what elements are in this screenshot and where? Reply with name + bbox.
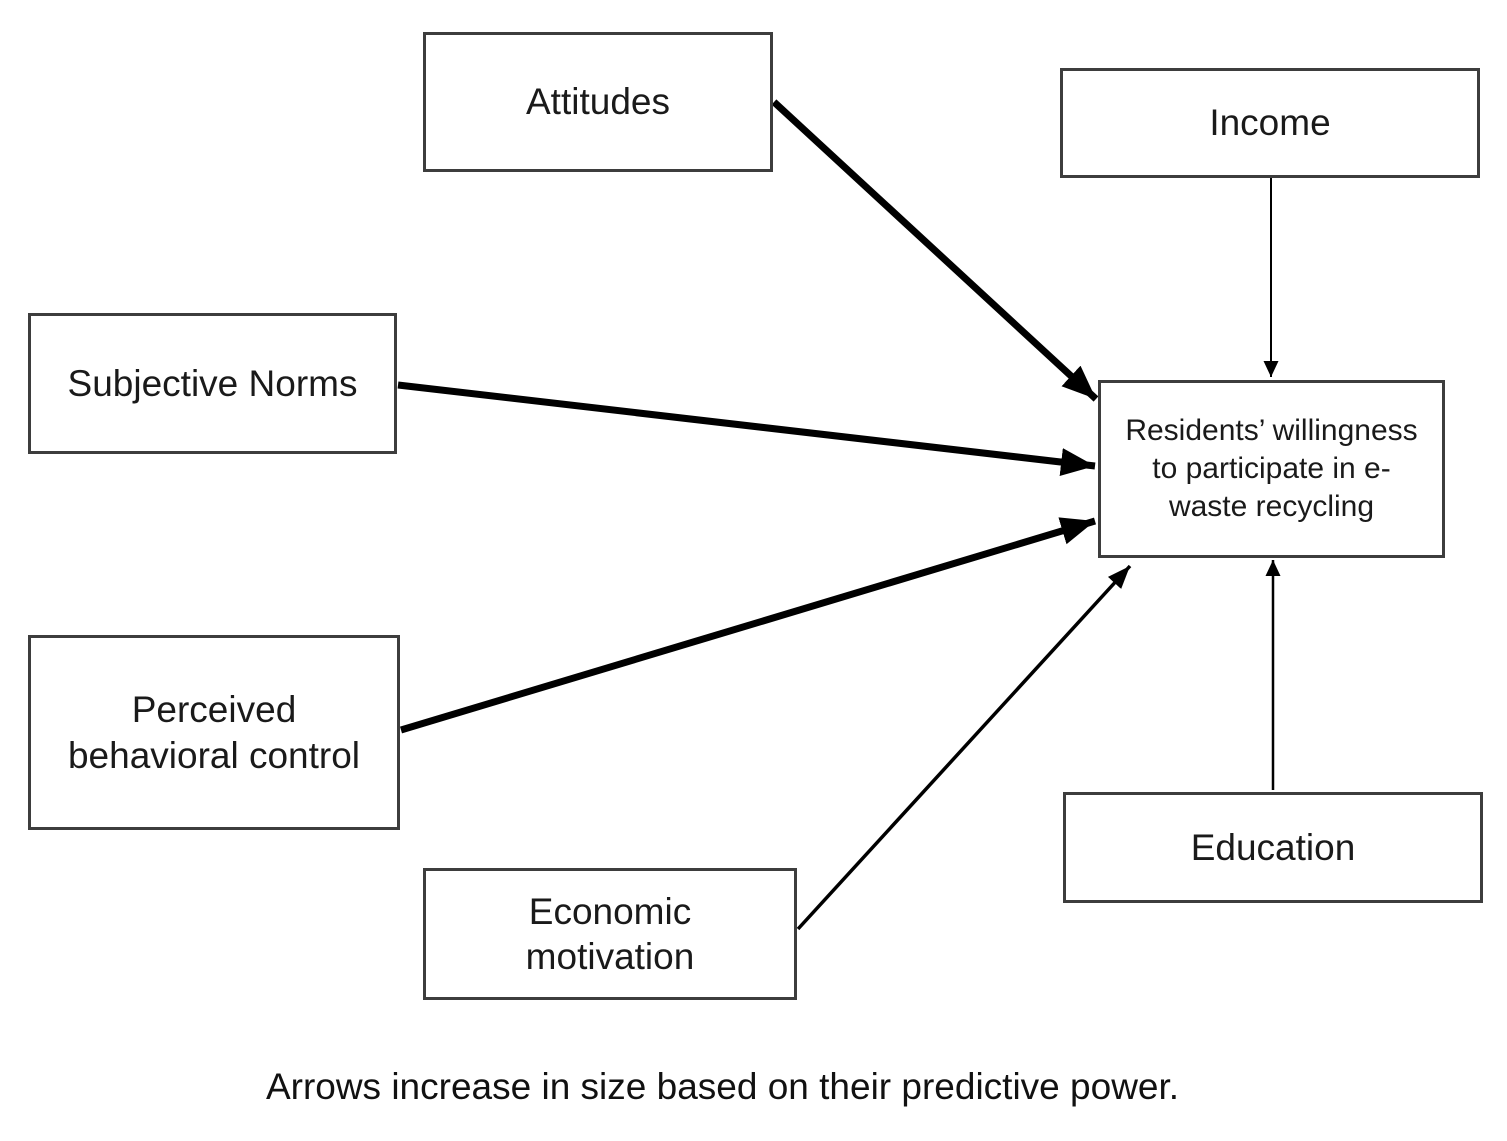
arrow-subjective_norms-to-outcome [397, 381, 1096, 476]
arrow-perceived_behavioral_control-to-outcome [399, 517, 1097, 734]
node-outcome: Residents’ willingness to participate in… [1098, 380, 1445, 558]
node-perceived-behavioral-control: Perceived behavioral control [28, 635, 400, 830]
node-education-label: Education [1190, 826, 1356, 868]
node-income-label: Income [1209, 102, 1331, 144]
node-subjective-norms: Subjective Norms [28, 313, 397, 454]
caption: Arrows increase in size based on their p… [265, 1066, 1180, 1107]
node-perceived-behavioral-control-label: Perceived behavioral control [67, 689, 361, 776]
node-economic-motivation-label: Economic motivation [525, 890, 695, 977]
arrow-attitudes-to-outcome [771, 99, 1099, 402]
node-income: Income [1060, 68, 1480, 178]
node-attitudes: Attitudes [423, 32, 773, 172]
node-subjective-norms-label: Subjective Norms [67, 362, 358, 404]
node-outcome-label: Residents’ willingness to participate in… [1125, 414, 1418, 523]
node-attitudes-label: Attitudes [526, 81, 670, 123]
node-economic-motivation: Economic motivation [423, 868, 797, 1000]
node-education: Education [1063, 792, 1483, 903]
